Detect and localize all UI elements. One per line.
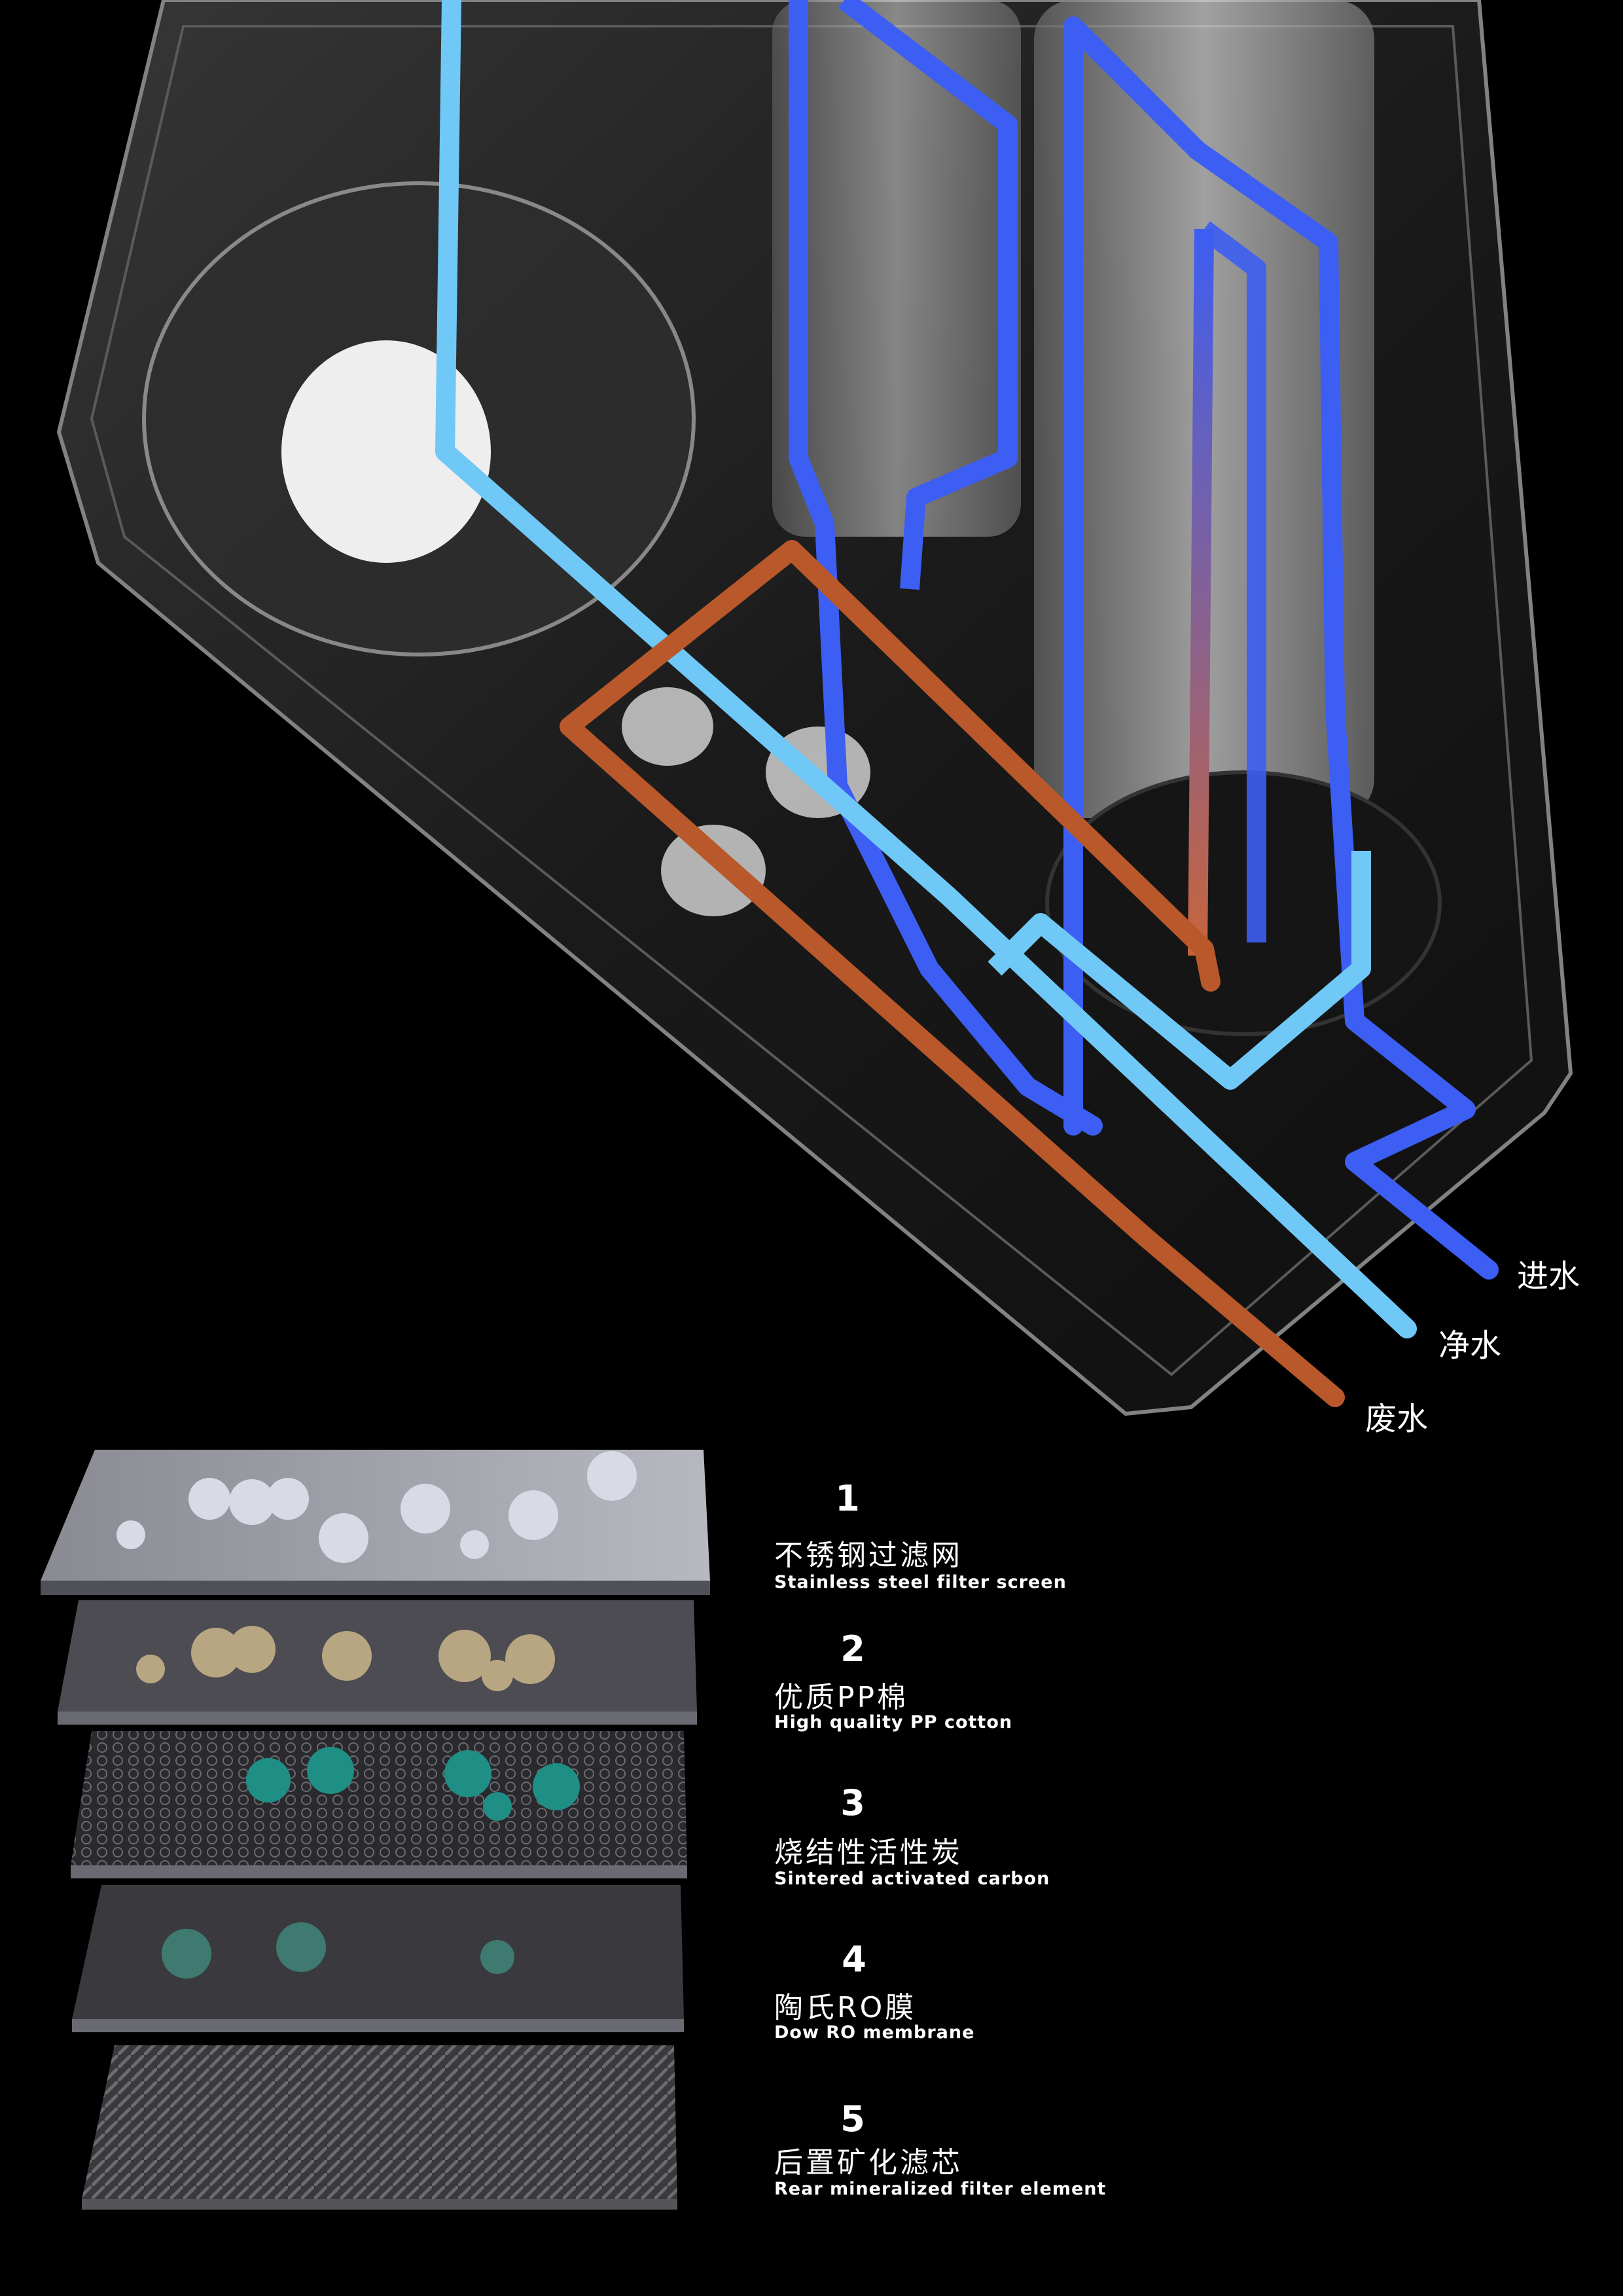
layer-name-cn: 优质PP棉 — [774, 1681, 909, 1714]
layer-name-en: Sintered activated carbon — [774, 1869, 1050, 1889]
layer-number: 3 — [840, 1782, 865, 1823]
layer-number: 5 — [840, 2098, 865, 2140]
layer-number: 4 — [842, 1939, 866, 1980]
layer-name-en: Stainless steel filter screen — [774, 1572, 1067, 1592]
waste-water-pipe — [560, 540, 1345, 1407]
pure-water-pipe — [435, 0, 1417, 1338]
device-inner-edge — [90, 25, 1533, 1376]
inlet-pipe — [1063, 16, 1499, 1280]
concentrate-pipe-top — [1198, 221, 1266, 942]
label-inlet-water: 进水 — [1517, 1258, 1580, 1295]
layer-name-cn: 后置矿化滤芯 — [774, 2146, 963, 2179]
layer-number: 2 — [840, 1628, 865, 1670]
ro-membrane-cylinder — [772, 0, 1021, 537]
concentrate-pipe — [1188, 228, 1214, 956]
label-pure-water: 净水 — [1438, 1327, 1502, 1364]
layer-number: 1 — [835, 1478, 860, 1519]
layer-name-en: Dow RO membrane — [774, 2022, 975, 2043]
inlet-pipe-return — [838, 0, 1018, 590]
layer-name-en: High quality PP cotton — [774, 1712, 1013, 1732]
filter-layer-1 — [41, 1450, 710, 1595]
label-waste-water: 废水 — [1365, 1401, 1429, 1437]
layer-name-cn: 不锈钢过滤网 — [774, 1539, 963, 1572]
filter-layer-2 — [58, 1600, 697, 1725]
layer-name-en: Rear mineralized filter element — [774, 2179, 1107, 2199]
layer-name-cn: 陶氏RO膜 — [774, 1991, 917, 2024]
layer-name-cn: 烧结性活性炭 — [774, 1836, 963, 1869]
base-disc — [1045, 770, 1442, 1036]
pure-water-pipe-loop — [988, 851, 1371, 1090]
filter-layer-4 — [72, 1885, 684, 2032]
filter-layer-3 — [71, 1731, 687, 1878]
filter-layer-5 — [82, 2045, 677, 2210]
